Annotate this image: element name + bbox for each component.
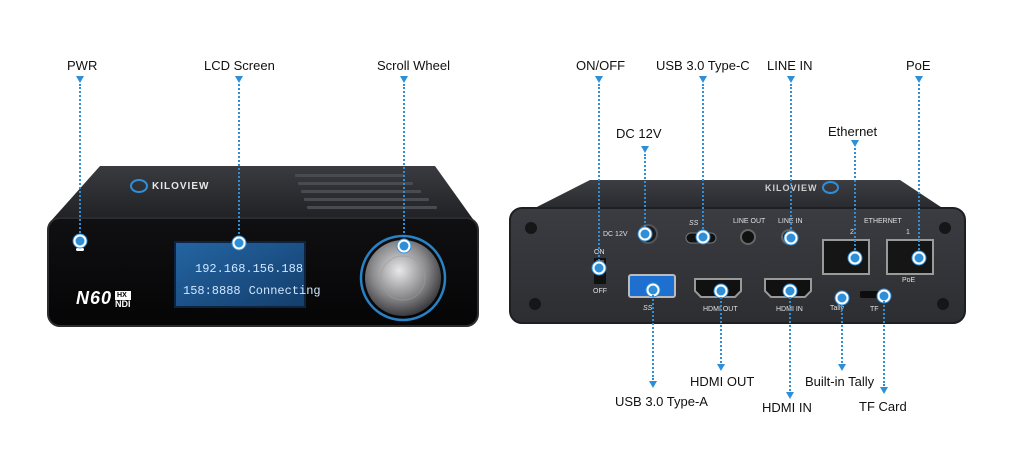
model-name: N60 — [76, 288, 113, 308]
rear-ethernet-label: ETHERNET — [864, 218, 902, 225]
callout-built-in-tally: Built-in Tally — [805, 374, 875, 389]
rear-off-label: OFF — [593, 288, 607, 295]
rear-tally-label: Tally — [830, 305, 845, 312]
rear-dc-label: DC 12V — [603, 231, 628, 238]
usb-c-marker — [696, 230, 710, 244]
lcd-ip-address: 192.168.156.188 — [195, 262, 304, 276]
dc-12v-marker — [638, 227, 652, 241]
rear-usbc-label: SS — [689, 220, 699, 227]
callout-dc-12v: DC 12V — [616, 126, 662, 141]
callout-usb-c: USB 3.0 Type-C — [656, 58, 750, 73]
rear-poe-label: PoE — [902, 277, 916, 284]
callout-poe: PoE — [906, 58, 931, 73]
front-brand-text: KILOVIEW — [152, 180, 210, 192]
callout-pwr: PWR — [67, 58, 98, 73]
callout-tf-card: TF Card — [859, 399, 907, 414]
brand-icon — [130, 179, 148, 193]
rear-port1-label: 1 — [906, 229, 910, 236]
callout-line-in: LINE IN — [767, 58, 813, 73]
callout-lcd-screen: LCD Screen — [204, 58, 275, 73]
rear-tf-label: TF — [870, 306, 879, 313]
rear-port2-label: 2 — [850, 229, 854, 236]
rear-line-out-label: LINE OUT — [733, 218, 766, 225]
on-off-marker — [592, 261, 606, 275]
brand-icon — [821, 181, 839, 194]
rear-usba-label: SS — [643, 305, 653, 312]
model-badge-ndi: NDI — [115, 299, 131, 309]
lcd-marker — [232, 236, 246, 250]
front-device — [47, 166, 479, 327]
ethernet-marker — [848, 251, 862, 265]
callout-ethernet: Ethernet — [828, 124, 878, 139]
model-badge: N60 HX NDI — [76, 288, 131, 309]
lcd-status: Connecting — [248, 284, 321, 298]
poe-marker — [912, 251, 926, 265]
scroll-wheel-marker — [397, 239, 411, 253]
line-in-marker — [784, 231, 798, 245]
callout-scroll-wheel: Scroll Wheel — [377, 58, 450, 73]
callout-hdmi-out: HDMI OUT — [690, 374, 755, 389]
callout-on-off: ON/OFF — [576, 58, 626, 73]
model-badge-top: HX — [115, 291, 131, 300]
rear-brand-logo: KILOVIEW — [765, 181, 839, 194]
lcd-port: 158:8888 — [183, 284, 241, 298]
front-brand-logo: KILOVIEW — [130, 179, 209, 193]
rear-device — [509, 180, 966, 324]
lcd-screen: 192.168.156.188 158:8888 Connecting — [175, 242, 321, 307]
callout-hdmi-in: HDMI IN — [762, 400, 812, 415]
pwr-marker — [73, 234, 87, 248]
callout-usb-a: USB 3.0 Type-A — [615, 394, 708, 409]
